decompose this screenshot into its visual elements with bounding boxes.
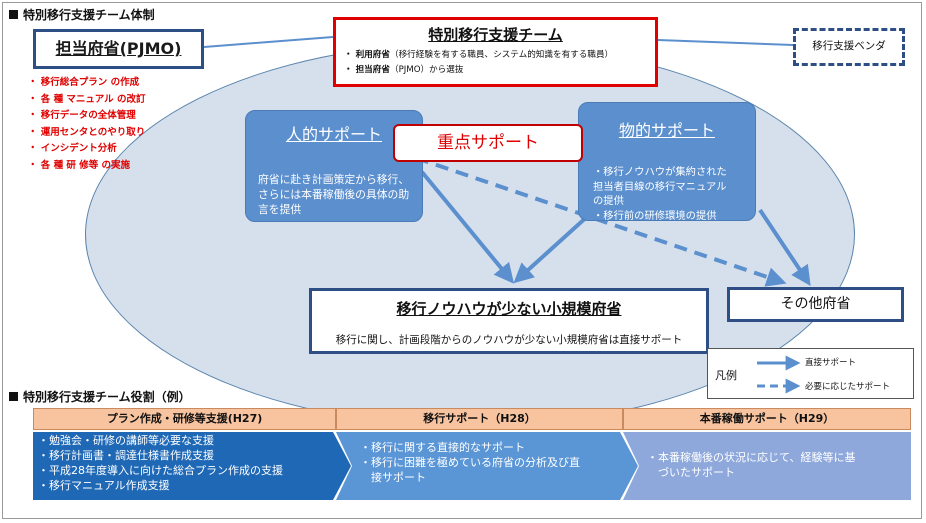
pmo-task: ・ 移行データの全体管理 xyxy=(28,110,136,121)
legend-title: 凡例 xyxy=(715,369,737,382)
focus-support-box: 重点サポート xyxy=(393,124,583,162)
role-item: ・移行計画書・調達仕様書作成支援 xyxy=(38,449,214,462)
legend-arrows xyxy=(757,355,801,394)
pmo-title: 担当府省(PJMO) xyxy=(55,39,182,58)
role-body-1: ・勉強会・研修の講師等必要な支援 ・移行計画書・調達仕様書作成支援 ・平成28年… xyxy=(33,432,351,500)
pmo-task: ・ 各 種 マニュアル の改訂 xyxy=(28,93,146,105)
focus-support-label: 重点サポート xyxy=(437,133,539,153)
pmo-task: ・ 運用センタとのやり取り xyxy=(28,126,146,138)
pmo-task: ・ 各 種 研 修等 の実施 xyxy=(28,159,131,171)
role-body-2: ・移行に関する直接的なサポート ・移行に困難を極めている府省の分析及び直 接サポ… xyxy=(336,432,638,500)
role-list-3: ・本番稼働後の状況に応じて、経験等に基 づいたサポート xyxy=(623,432,911,480)
legend-box: 凡例 直接サポート 必要に応じたサポート xyxy=(707,348,914,399)
special-team-box: 特別移行支援チーム ・ 利用府省（移行経験を有する職員、システム的知識を有する職… xyxy=(333,17,658,87)
human-support-title: 人的サポート xyxy=(285,125,382,144)
other-ministry-label: その他府省 xyxy=(780,296,851,312)
other-ministry-box: その他府省 xyxy=(727,287,904,322)
human-support-desc: 府省に赴き計画策定から移行、さらには本番稼働後の具体の助言を提供 xyxy=(258,173,410,216)
role-item: ・移行マニュアル作成支援 xyxy=(38,479,170,492)
vendor-box: 移行支援ベンダ xyxy=(793,28,905,66)
role-list-2: ・移行に関する直接的なサポート ・移行に困難を極めている府省の分析及び直 接サポ… xyxy=(336,432,638,485)
human-support-box: 人的サポート 府省に赴き計画策定から移行、さらには本番稼働後の具体の助言を提供 xyxy=(245,110,423,222)
role-item: 接サポート xyxy=(360,471,426,484)
material-support-title: 物的サポート xyxy=(618,121,715,140)
team-vendor-connector xyxy=(657,39,794,46)
legend-direct-label: 直接サポート xyxy=(805,358,857,368)
pmo-task: ・ インシデント分析 xyxy=(28,143,117,154)
team-title: 特別移行支援チーム xyxy=(428,26,563,44)
role-item: ・平成28年度導入に向けた総合プラン作成の支援 xyxy=(38,464,283,477)
role-item: ・本番稼働後の状況に応じて、経験等に基 xyxy=(647,451,856,464)
section-title-structure: 特別移行支援チーム体制 xyxy=(9,6,155,23)
material-support-box: 物的サポート ・移行ノウハウが集約された 担当者目線の移行マニュアル の提供 ・… xyxy=(578,102,756,222)
role-header-3: 本番稼働サポート（H29） xyxy=(623,408,911,430)
section-title-text: 特別移行支援チーム体制 xyxy=(23,8,155,22)
square-bullet-icon xyxy=(9,10,18,19)
team-member-line-2: ・ 担当府省（PJMO）から選抜 xyxy=(344,65,464,75)
square-bullet-icon xyxy=(9,392,18,401)
pmo-task: ・ 移行総合プラン の作成 xyxy=(28,77,140,88)
roles-title-text: 特別移行支援チーム役割（例） xyxy=(23,390,191,404)
pmo-task-list: ・ 移行総合プラン の作成 ・ 各 種 マニュアル の改訂 ・ 移行データの全体… xyxy=(28,75,208,174)
role-item: ・移行に関する直接的なサポート xyxy=(360,441,525,454)
pmo-team-connector xyxy=(203,36,334,48)
small-ministry-box: 移行ノウハウが少ない小規模府省 移行に関し、計画段階からのノウハウが少ない小規模… xyxy=(309,288,709,354)
pmo-box: 担当府省(PJMO) xyxy=(33,29,204,69)
vendor-label: 移行支援ベンダ xyxy=(812,40,886,52)
material-support-desc: ・移行ノウハウが集約された 担当者目線の移行マニュアル の提供 ・移行前の研修環… xyxy=(593,166,727,222)
role-item: づいたサポート xyxy=(647,466,735,479)
small-ministry-desc: 移行に関し、計画段階からのノウハウが少ない小規模府省は直接サポート xyxy=(335,334,683,346)
role-item: ・移行に困難を極めている府省の分析及び直 xyxy=(360,456,580,469)
legend-as-needed-label: 必要に応じたサポート xyxy=(805,382,891,392)
section-title-roles: 特別移行支援チーム役割（例） xyxy=(9,388,191,405)
role-item: ・勉強会・研修の講師等必要な支援 xyxy=(38,434,214,447)
role-body-3: ・本番稼働後の状況に応じて、経験等に基 づいたサポート xyxy=(623,432,911,500)
team-member-line-1: ・ 利用府省（移行経験を有する職員、システム的知識を有する職員） xyxy=(344,50,614,60)
role-header-1: プラン作成・研修等支援(H27) xyxy=(33,408,336,430)
small-ministry-title: 移行ノウハウが少ない小規模府省 xyxy=(396,300,622,318)
human-to-small-arrow xyxy=(420,170,515,284)
role-list-1: ・勉強会・研修の講師等必要な支援 ・移行計画書・調達仕様書作成支援 ・平成28年… xyxy=(33,432,351,493)
role-header-2: 移行サポート（H28） xyxy=(336,408,623,430)
material-to-other-arrow xyxy=(758,208,811,286)
